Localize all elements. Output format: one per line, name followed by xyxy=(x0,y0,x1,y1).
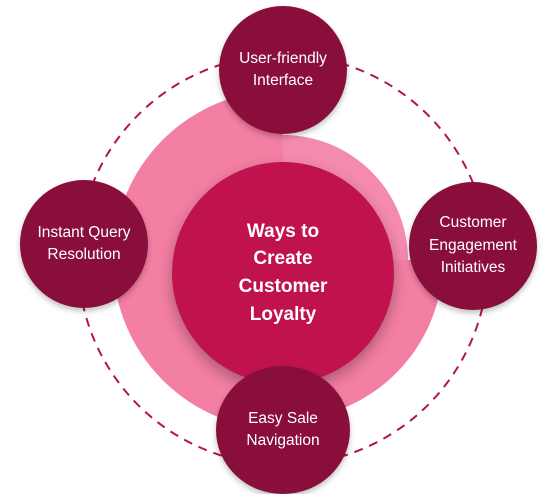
node-label-line: Engagement xyxy=(429,236,517,254)
node-label-line: Customer xyxy=(439,214,507,232)
center-title-line: Create xyxy=(253,248,313,270)
node-label-line: Interface xyxy=(252,72,314,89)
node-customer-engagement-initiatives: Customer Engagement Initiatives xyxy=(409,182,537,310)
center-title-line: Loyalty xyxy=(249,303,317,325)
node-label: Easy Sale Navigation xyxy=(216,408,350,453)
node-instant-query-resolution: Instant Query Resolution xyxy=(20,180,148,308)
node-label: Customer Engagement Initiatives xyxy=(409,212,537,279)
center-title: Ways to Create Customer Loyalty xyxy=(223,218,343,328)
node-label: User-friendly Interface xyxy=(219,48,347,93)
node-label-line: Navigation xyxy=(246,432,320,449)
node-label-line: Instant Query xyxy=(37,223,131,241)
node-label-line: Resolution xyxy=(47,246,121,263)
node-label-line: Easy Sale xyxy=(248,409,318,427)
node-easy-sale-navigation: Easy Sale Navigation xyxy=(216,366,350,494)
center-hub: Ways to Create Customer Loyalty xyxy=(172,162,394,384)
node-label-line: Initiatives xyxy=(440,259,506,277)
node-label-line: User-friendly xyxy=(239,49,327,67)
center-title-line: Customer xyxy=(238,276,328,297)
node-label: Instant Query Resolution xyxy=(20,222,148,267)
node-user-friendly-interface: User-friendly Interface xyxy=(219,6,347,134)
center-title-line: Ways to xyxy=(246,220,320,242)
